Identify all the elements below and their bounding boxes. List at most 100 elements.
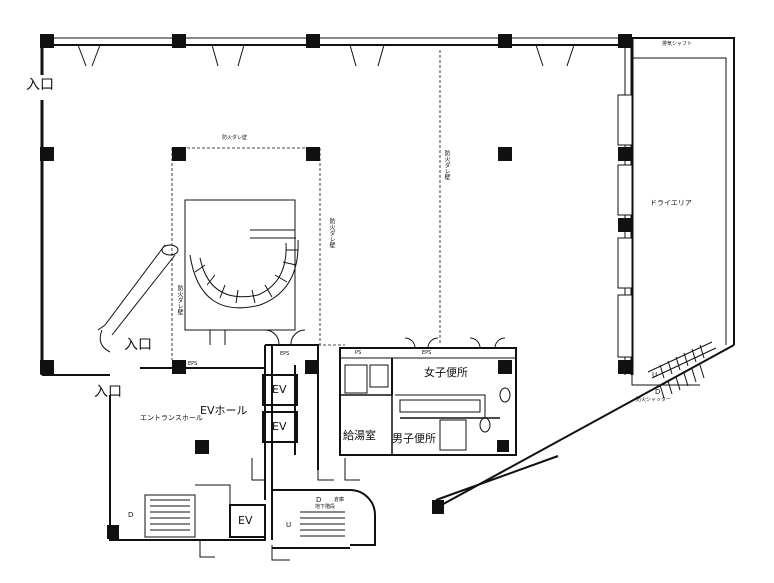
eps-label: EPS <box>280 351 290 357</box>
column-icon <box>618 34 632 48</box>
slide-railing <box>111 254 176 336</box>
interior-wall <box>195 484 231 505</box>
stair-icon <box>189 239 299 309</box>
interior-wall <box>198 505 266 541</box>
toilet-fixture <box>499 387 511 403</box>
ev-hall-label: EVホール <box>200 404 248 417</box>
column-icon <box>305 360 319 374</box>
exterior-wall <box>435 455 559 501</box>
door-swing-icon <box>344 458 360 481</box>
column-icon <box>172 34 186 48</box>
kitchenette-label: 給湯室 <box>343 429 376 442</box>
window <box>617 164 633 216</box>
column-icon <box>40 360 54 374</box>
stair-icon <box>659 364 705 399</box>
structural-columns <box>40 34 632 539</box>
entrance-hall-label: エントランスホール <box>140 414 203 422</box>
elevator-label: EV <box>272 383 287 396</box>
door-swing-icon <box>349 44 385 67</box>
column-icon <box>195 440 209 454</box>
column-icon <box>306 34 320 48</box>
stair-down-label: D <box>128 511 134 519</box>
dry-area-wall <box>632 37 735 345</box>
door-swing-icon <box>535 44 575 67</box>
storage-label: 倉庫 <box>334 497 345 503</box>
entrance-label: 入口 <box>94 384 122 400</box>
stair-icon <box>250 229 296 239</box>
column-icon <box>432 500 444 514</box>
column-icon <box>498 34 512 48</box>
door-swing-icon <box>251 458 265 481</box>
toilet-stall <box>344 364 368 394</box>
interior-wall <box>340 394 393 455</box>
entrance-label: 入口 <box>26 77 54 93</box>
shutter-label: 防火ダレ壁 <box>328 218 335 248</box>
elevator-shaft <box>262 411 298 443</box>
elevator-label: EV <box>238 514 253 527</box>
dry-area-wall <box>632 57 727 345</box>
exterior-wall <box>435 344 735 509</box>
column-icon <box>618 218 632 232</box>
elevator-shaft <box>262 374 298 406</box>
door-swing-icon <box>271 545 290 561</box>
interior-wall <box>395 394 486 418</box>
door-swing-icon <box>211 44 245 67</box>
column-icon <box>172 147 186 161</box>
column-icon <box>172 360 186 374</box>
entrance-label: 入口 <box>124 337 152 353</box>
shutter-label: 防火ダレ壁 <box>222 135 248 141</box>
door-swing-icon <box>317 455 334 481</box>
door-swing-icon <box>404 337 506 349</box>
slide-end <box>161 244 179 256</box>
elevator-label: EV <box>272 420 287 433</box>
stair-down-label: D <box>316 496 322 504</box>
shutter-label: 防火ダレ壁 <box>176 285 183 315</box>
interior-wall <box>109 395 198 541</box>
shutter-label: 防火ダレ壁 <box>443 150 450 180</box>
column-icon <box>618 360 632 374</box>
basement-entry-label: 地下階段 <box>315 504 336 510</box>
door-swing-icon <box>77 44 101 67</box>
slide-railing <box>97 244 166 331</box>
toilet-fixture <box>479 417 491 433</box>
door-swing-icon <box>199 540 215 558</box>
stair-icon <box>194 249 298 304</box>
stair-up-label: U <box>286 521 292 529</box>
column-icon <box>107 525 119 539</box>
column-icon <box>306 147 320 161</box>
eps-label: EPS <box>188 361 198 367</box>
column-icon <box>497 440 509 452</box>
stair-icon <box>659 344 705 379</box>
column-icon <box>40 147 54 161</box>
sink-counter <box>399 399 481 413</box>
toilet-stall <box>369 364 389 388</box>
door-swing-icon <box>264 329 306 345</box>
stair-support <box>209 330 226 345</box>
stair-icon <box>199 242 287 298</box>
column-icon <box>618 147 632 161</box>
eps-label: EPS <box>422 350 432 356</box>
door-swing-icon <box>99 329 111 353</box>
exhaust-shaft-label: 排気シャフト <box>662 41 693 47</box>
fire-shutter-label: 防火シャッター <box>636 397 672 403</box>
womens-wc-label: 女子便所 <box>424 366 468 379</box>
mens-wc-label: 男子便所 <box>392 432 436 445</box>
storage-room-wall <box>272 489 376 546</box>
dry-area-label: ドライエリア <box>650 199 692 207</box>
stair-icon <box>150 499 190 531</box>
stair-icon <box>300 511 345 537</box>
column-icon <box>40 34 54 48</box>
column-icon <box>498 147 512 161</box>
elevator-shaft <box>229 504 266 538</box>
stair-down-label: D <box>655 388 661 396</box>
interior-wall <box>631 375 700 386</box>
window <box>617 94 633 146</box>
ps-label: PS <box>355 350 362 356</box>
toilet-block-wall <box>339 347 517 456</box>
stair-up-label: U <box>652 371 658 379</box>
column-icon <box>498 360 512 374</box>
toilet-stall <box>439 419 467 451</box>
stair <box>144 494 196 538</box>
window <box>617 237 633 289</box>
